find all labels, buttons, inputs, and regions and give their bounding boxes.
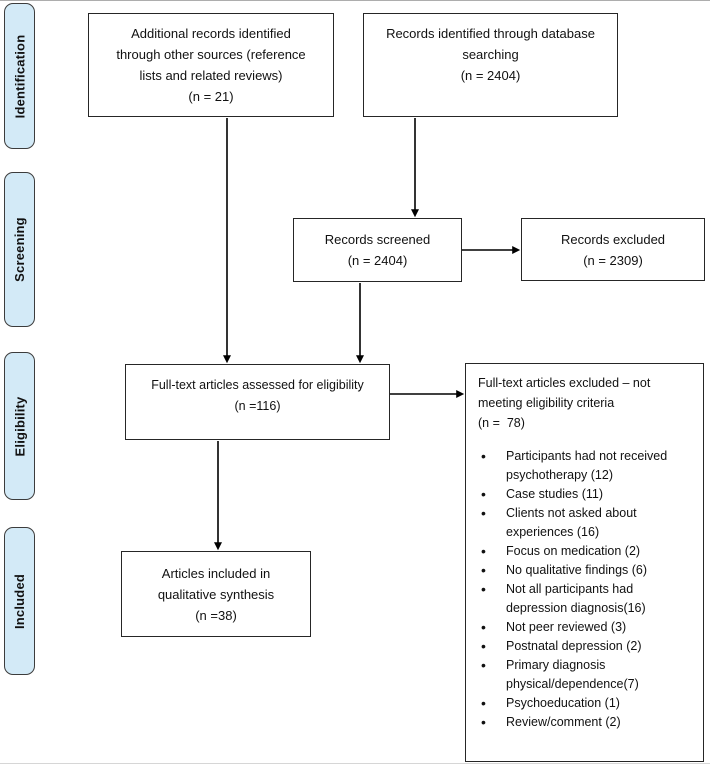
stage-included: Included: [4, 527, 35, 675]
stage-eligibility-label: Eligibility: [12, 396, 28, 456]
stage-identification-label: Identification: [12, 34, 28, 118]
box-additional-records-text: Additional records identified through ot…: [116, 26, 306, 104]
stage-screening: Screening: [4, 172, 35, 327]
excluded-reason: Review/comment (2): [478, 713, 693, 732]
box-fulltext-excluded-header: Full-text articles excluded – not meetin…: [478, 376, 651, 430]
excluded-reason: Focus on medication (2): [478, 542, 693, 561]
excluded-reason: Participants had not received psychother…: [478, 447, 693, 485]
excluded-reason: Not all participants had depression diag…: [478, 580, 693, 618]
fulltext-excluded-reason-list: Participants had not received psychother…: [478, 447, 693, 732]
stage-identification: Identification: [4, 3, 35, 149]
box-records-excluded-text: Records excluded (n = 2309): [560, 231, 666, 268]
box-records-screened-text: Records screened (n = 2404): [324, 232, 431, 268]
excluded-reason: Psychoeducation (1): [478, 694, 693, 713]
excluded-reason: No qualitative findings (6): [478, 561, 693, 580]
box-fulltext-assessed-text: Full-text articles assessed for eligibil…: [151, 378, 364, 413]
box-database-records-text: Records identified through database sear…: [386, 26, 595, 83]
stage-included-label: Included: [12, 573, 27, 629]
stage-screening-label: Screening: [12, 217, 27, 282]
excluded-reason: Clients not asked about experiences (16): [478, 504, 693, 542]
box-fulltext-excluded: Full-text articles excluded – not meetin…: [465, 363, 704, 762]
box-records-screened: Records screened (n = 2404): [293, 218, 462, 282]
excluded-reason: Case studies (11): [478, 485, 693, 504]
stage-eligibility: Eligibility: [4, 352, 35, 500]
excluded-reason: Not peer reviewed (3): [478, 618, 693, 637]
box-included-synthesis-text: Articles included in qualitative synthes…: [157, 565, 275, 623]
box-included-synthesis: Articles included in qualitative synthes…: [121, 551, 311, 637]
excluded-reason: Primary diagnosis physical/dependence(7): [478, 656, 693, 694]
box-additional-records: Additional records identified through ot…: [88, 13, 334, 117]
figure-bottom-border: [0, 763, 710, 764]
box-database-records: Records identified through database sear…: [363, 13, 618, 117]
figure-top-border: [0, 0, 710, 1]
box-records-excluded: Records excluded (n = 2309): [521, 218, 705, 281]
excluded-reason: Postnatal depression (2): [478, 637, 693, 656]
box-fulltext-assessed: Full-text articles assessed for eligibil…: [125, 364, 390, 440]
